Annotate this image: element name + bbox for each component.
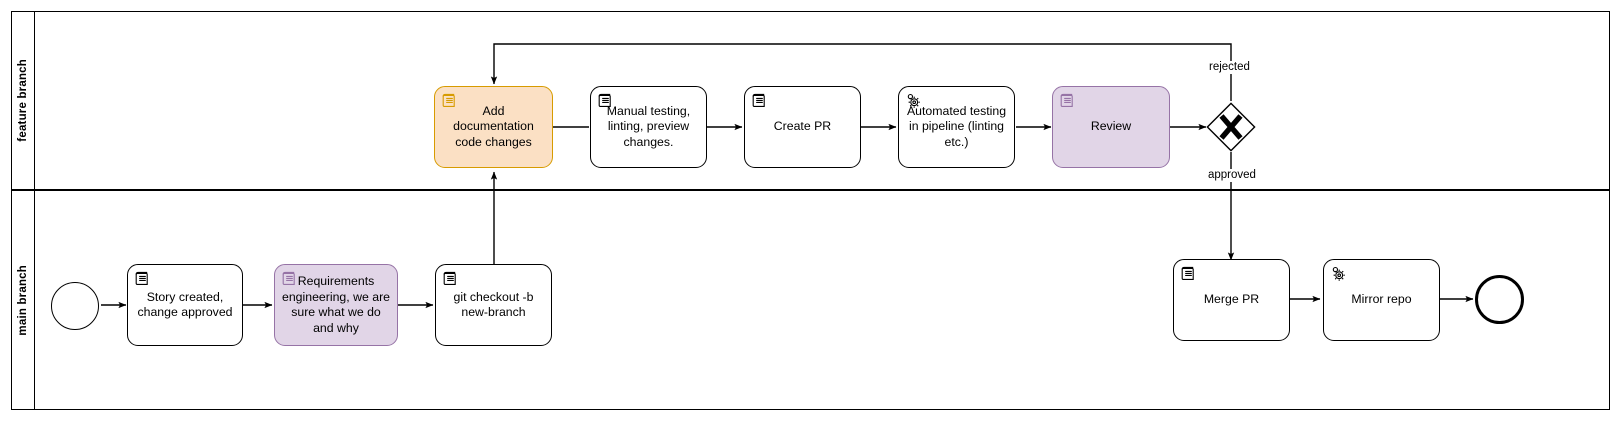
task-label: Automated testing in pipeline (linting e… xyxy=(906,103,1007,149)
task-label: Merge PR xyxy=(1203,292,1260,307)
task-review[interactable]: Review xyxy=(1052,86,1170,168)
manual-task-hand-icon xyxy=(443,271,456,285)
task-mirror-repo[interactable]: Mirror repo xyxy=(1323,259,1440,341)
manual-task-hand-icon xyxy=(135,271,148,285)
task-add-documentation-code-changes[interactable]: Add documentation code changes xyxy=(434,86,553,168)
start-event[interactable] xyxy=(51,282,99,330)
task-automated-testing[interactable]: Automated testing in pipeline (linting e… xyxy=(898,86,1015,168)
lane-header-main-branch: main branch xyxy=(12,191,35,409)
task-story-created[interactable]: Story created, change approved xyxy=(127,264,243,346)
task-git-checkout[interactable]: git checkout -b new-branch xyxy=(435,264,552,346)
task-label: Create PR xyxy=(773,119,832,134)
task-label: Mirror repo xyxy=(1351,292,1412,307)
task-label: Manual testing, linting, preview changes… xyxy=(606,103,691,149)
manual-task-hand-icon xyxy=(1060,93,1073,107)
task-label: Review xyxy=(1090,119,1132,134)
lane-feature-branch: feature branch xyxy=(11,11,1610,190)
lane-header-feature-branch: feature branch xyxy=(12,12,35,189)
edge-label-rejected: rejected xyxy=(1207,61,1252,74)
task-requirements-engineering[interactable]: Requirements engineering, we are sure wh… xyxy=(274,264,398,346)
lane-main-branch: main branch xyxy=(11,190,1610,410)
service-task-gear-icon xyxy=(1332,266,1345,281)
task-label: Add documentation code changes xyxy=(453,103,534,149)
manual-task-hand-icon xyxy=(1181,266,1194,280)
edge-label-approved: approved xyxy=(1206,169,1258,182)
task-manual-testing[interactable]: Manual testing, linting, preview changes… xyxy=(590,86,707,168)
task-label: git checkout -b new-branch xyxy=(453,289,534,320)
exclusive-gateway-icon xyxy=(1206,102,1256,152)
task-merge-pr[interactable]: Merge PR xyxy=(1173,259,1290,341)
task-label: Story created, change approved xyxy=(137,289,233,320)
task-label: Requirements engineering, we are sure wh… xyxy=(282,274,391,335)
end-event[interactable] xyxy=(1475,275,1524,324)
gateway-review-exclusive[interactable] xyxy=(1206,102,1256,152)
task-create-pr[interactable]: Create PR xyxy=(744,86,861,168)
manual-task-hand-icon xyxy=(752,93,765,107)
